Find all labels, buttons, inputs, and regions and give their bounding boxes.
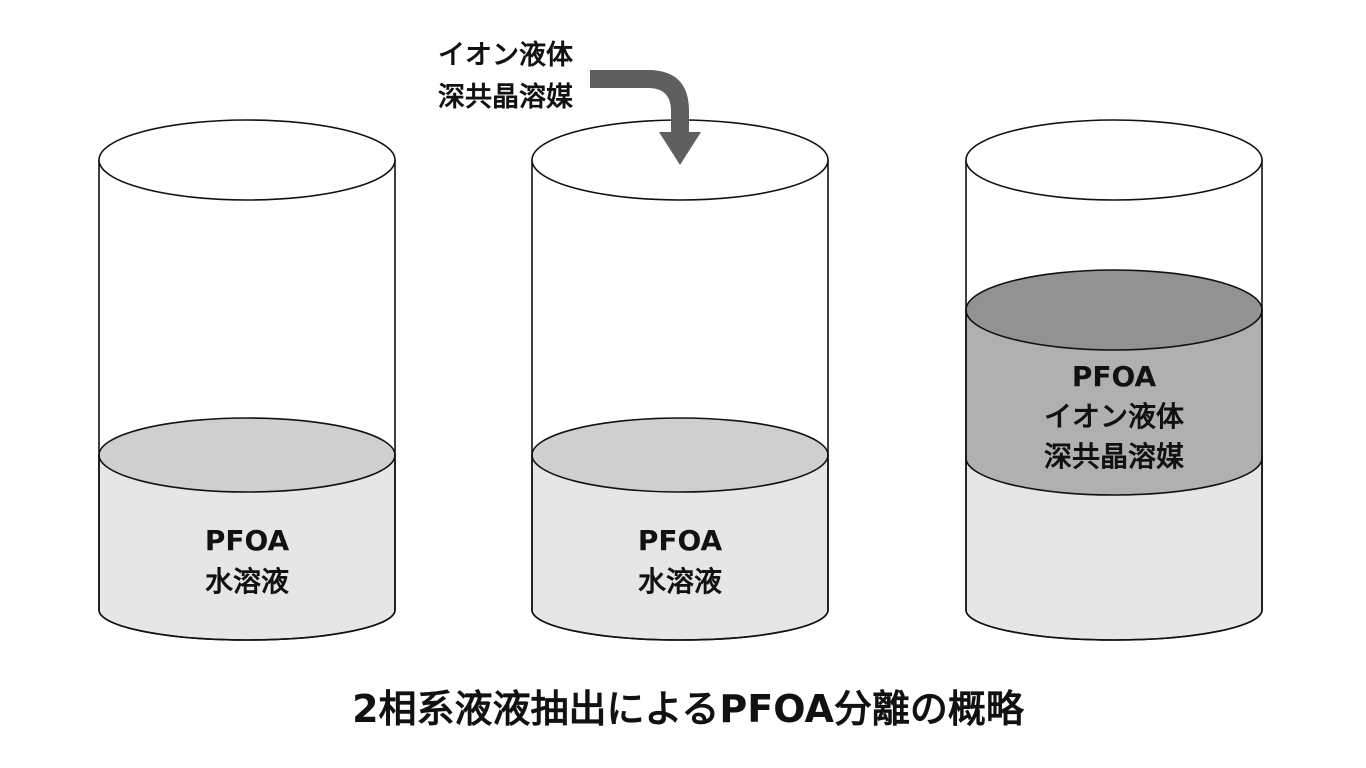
- vessel-1: PFOA 水溶液: [98, 119, 396, 641]
- vessel-2-walls: [531, 160, 829, 641]
- vessel-2-label-line-1: PFOA: [638, 524, 723, 557]
- vessel-3-label-line-1: PFOA: [1072, 360, 1157, 393]
- vessel-3-label-line-3: 深共晶溶媒: [1044, 440, 1185, 473]
- vessel-2-aqueous-surface: [531, 417, 829, 493]
- vessel-3-rim: [965, 119, 1263, 201]
- vessel-3-organic-layer: [965, 309, 1263, 496]
- vessel-1-label-line-2: 水溶液: [205, 565, 289, 598]
- vessel-3-organic-surface: [965, 269, 1263, 351]
- addition-arrow: [590, 70, 701, 165]
- vessel-1-walls: [98, 160, 396, 641]
- vessel-1-aqueous-surface: [98, 417, 396, 493]
- vessel-2: PFOA 水溶液: [531, 119, 829, 641]
- vessel-1-label-line-1: PFOA: [205, 524, 290, 557]
- diagram-caption: 2相系液液抽出によるPFOA分離の概略: [352, 687, 1025, 731]
- vessel-3-walls: [965, 160, 1263, 641]
- reagent-label-line-2: 深共晶溶媒: [438, 81, 574, 113]
- vessel-1-rim: [98, 119, 396, 201]
- reagent-label-line-1: イオン液体: [438, 40, 574, 71]
- vessel-2-label-line-2: 水溶液: [638, 565, 722, 598]
- vessel-3: PFOA イオン液体 深共晶溶媒: [965, 119, 1263, 641]
- vessel-3-label-line-2: イオン液体: [1044, 400, 1185, 433]
- reagent-addition: イオン液体 深共晶溶媒: [438, 40, 701, 165]
